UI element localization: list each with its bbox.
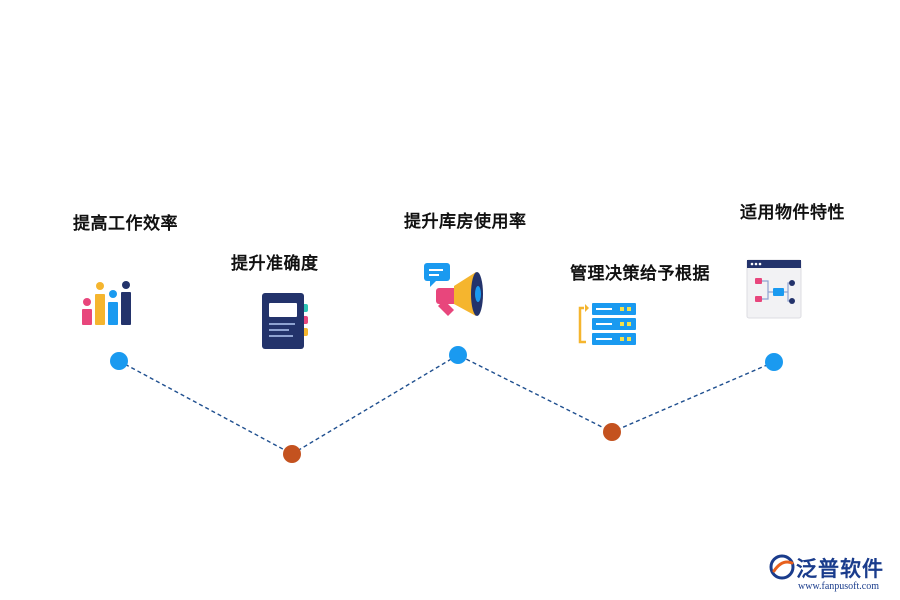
node-2 [283,445,301,463]
node-4 [603,423,621,441]
brand-watermark: 泛普软件 www.fanpusoft.com [768,553,896,597]
node-5 [765,353,783,371]
document-icon [262,293,308,349]
step-label-1: 提高工作效率 [73,214,178,234]
brand-url: www.fanpusoft.com [798,581,880,592]
flowchart-icon [746,259,802,319]
megaphone-icon [424,263,483,316]
brand-name: 泛普软件 [796,557,884,581]
step-label-4: 管理决策给予根据 [570,264,710,284]
step-label-3: 提升库房使用率 [404,212,527,232]
node-3 [449,346,467,364]
bar-chart-icon [82,281,131,325]
node-1 [110,352,128,370]
step-label-2: 提升准确度 [231,254,319,274]
fanpu-logo-icon [769,554,795,580]
server-icon [578,303,636,345]
step-label-5: 适用物件特性 [740,203,845,223]
zigzag-line [118,354,775,455]
